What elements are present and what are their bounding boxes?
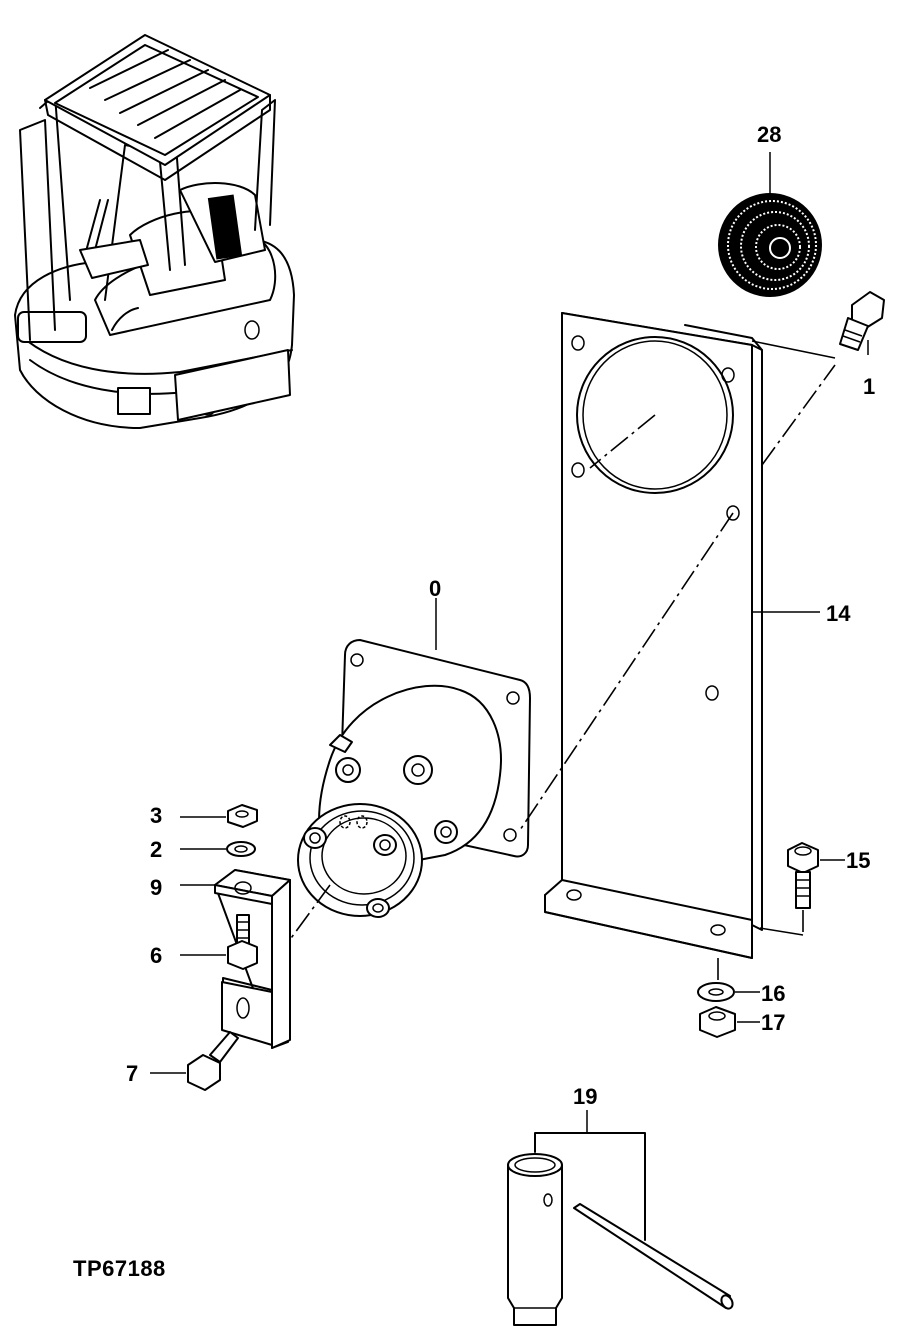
callout-17: 17 <box>761 1010 786 1035</box>
callout-6: 6 <box>150 943 163 968</box>
callout-15: 15 <box>846 848 871 873</box>
drawing-code: TP67188 <box>73 1256 166 1281</box>
callout-28: 28 <box>757 122 782 147</box>
callout-19: 19 <box>573 1084 598 1109</box>
callout-16: 16 <box>761 981 786 1006</box>
socket-tool <box>507 1110 734 1326</box>
beacon-motor-housing <box>297 598 531 918</box>
bolt-1 <box>839 291 885 355</box>
beacon-lens <box>718 152 822 297</box>
hardware-right <box>697 611 845 1038</box>
callout-2: 2 <box>150 837 163 862</box>
callout-1: 1 <box>863 374 876 399</box>
callout-9: 9 <box>150 875 163 900</box>
assembly-center-lines <box>274 364 836 985</box>
callout-7: 7 <box>126 1061 139 1086</box>
callout-0: 0 <box>429 576 442 601</box>
hardware-left <box>150 804 291 1091</box>
callout-14: 14 <box>826 601 851 626</box>
excavator-overview-illustration <box>14 34 295 429</box>
callout-3: 3 <box>150 803 163 828</box>
